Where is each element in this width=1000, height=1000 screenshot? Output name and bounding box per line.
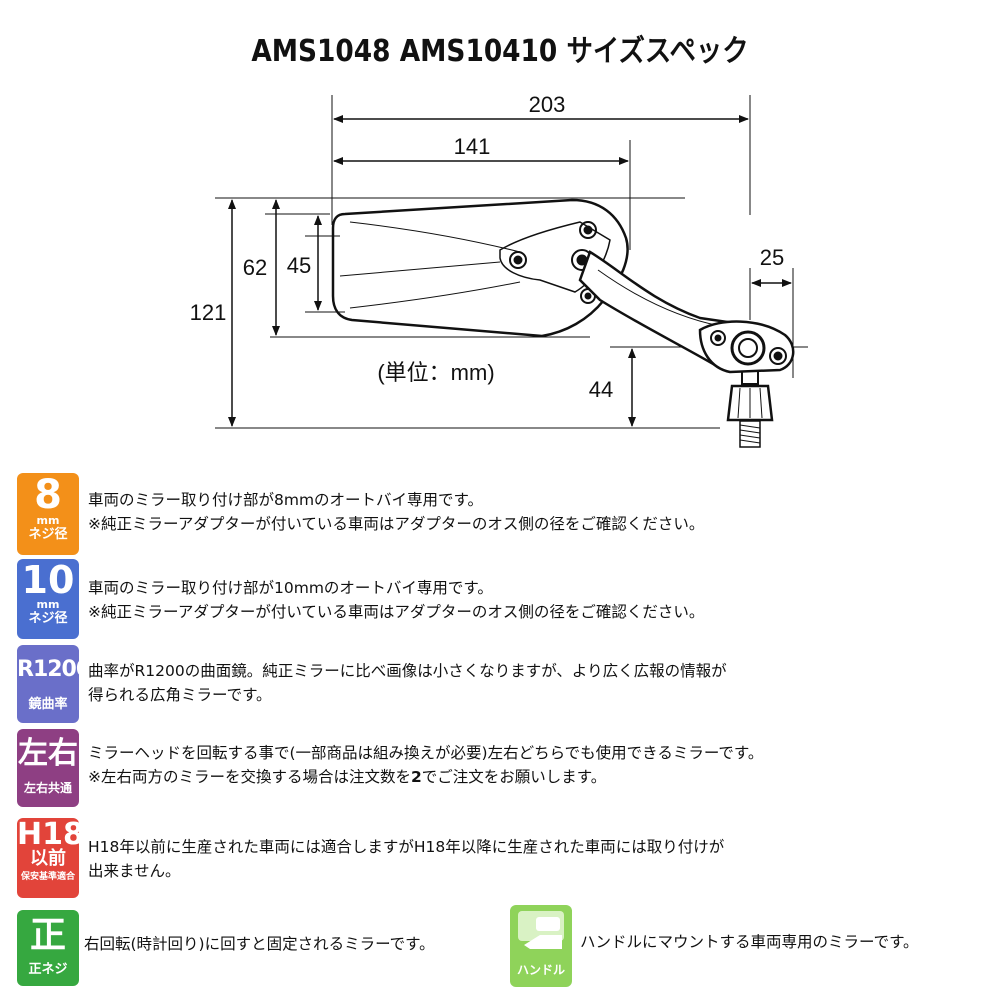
feature-10mm-text: 車両のミラー取り付け部が10mmのオートバイ専用です。 ※純正ミラーアダプターが… [88,579,705,621]
mirror-illustration [331,198,795,448]
dim-121: 121 [190,300,227,325]
unit-label: (単位：mm) [377,360,494,385]
handlebar-icon [518,911,564,949]
dim-141: 141 [454,134,491,159]
normal-thread-text: 右回転(時計回り)に回すと固定されるミラーです。 [84,935,435,953]
feature-8mm-text: 車両のミラー取り付け部が8mmのオートバイ専用です。 ※純正ミラーアダプターが付… [88,491,705,533]
normal-thread-badge: 正 正ネジ [17,910,79,986]
thread-8mm-badge: 8 mm ネジ径 [17,473,79,555]
h18-badge: H18 以前 保安基準適合 [17,818,79,898]
dim-45: 45 [287,253,311,278]
handlebar-badge: ハンドル [510,905,572,987]
dim-44: 44 [589,377,613,402]
dim-25: 25 [760,245,784,270]
feature-r1200-text: 曲率がR1200の曲面鏡。純正ミラーに比べ画像は小さくなりますが、より広く広報の… [88,662,727,704]
left-right-badge: 左右 左右共通 [17,729,79,807]
page-title: AMS1048 AMS10410 サイズスペック [251,34,749,69]
feature-h18-text: H18年以前に生産された車両には適合しますがH18年以降に生産された車両には取り… [88,838,725,880]
dim-62: 62 [243,255,267,280]
thread-10mm-badge: 10 mm ネジ径 [17,559,79,639]
curvature-r1200-badge: R1200 鏡曲率 [17,645,79,723]
dim-203: 203 [529,92,566,117]
feature-left-right-text: ミラーヘッドを回転する事で(一部商品は組み換えが必要)左右どちらでも使用できるミ… [88,744,764,786]
handlebar-text: ハンドルにマウントする車両専用のミラーです。 [580,933,919,951]
size-diagram: 203 141 25 121 62 45 44 (単位：mm) [190,92,808,448]
